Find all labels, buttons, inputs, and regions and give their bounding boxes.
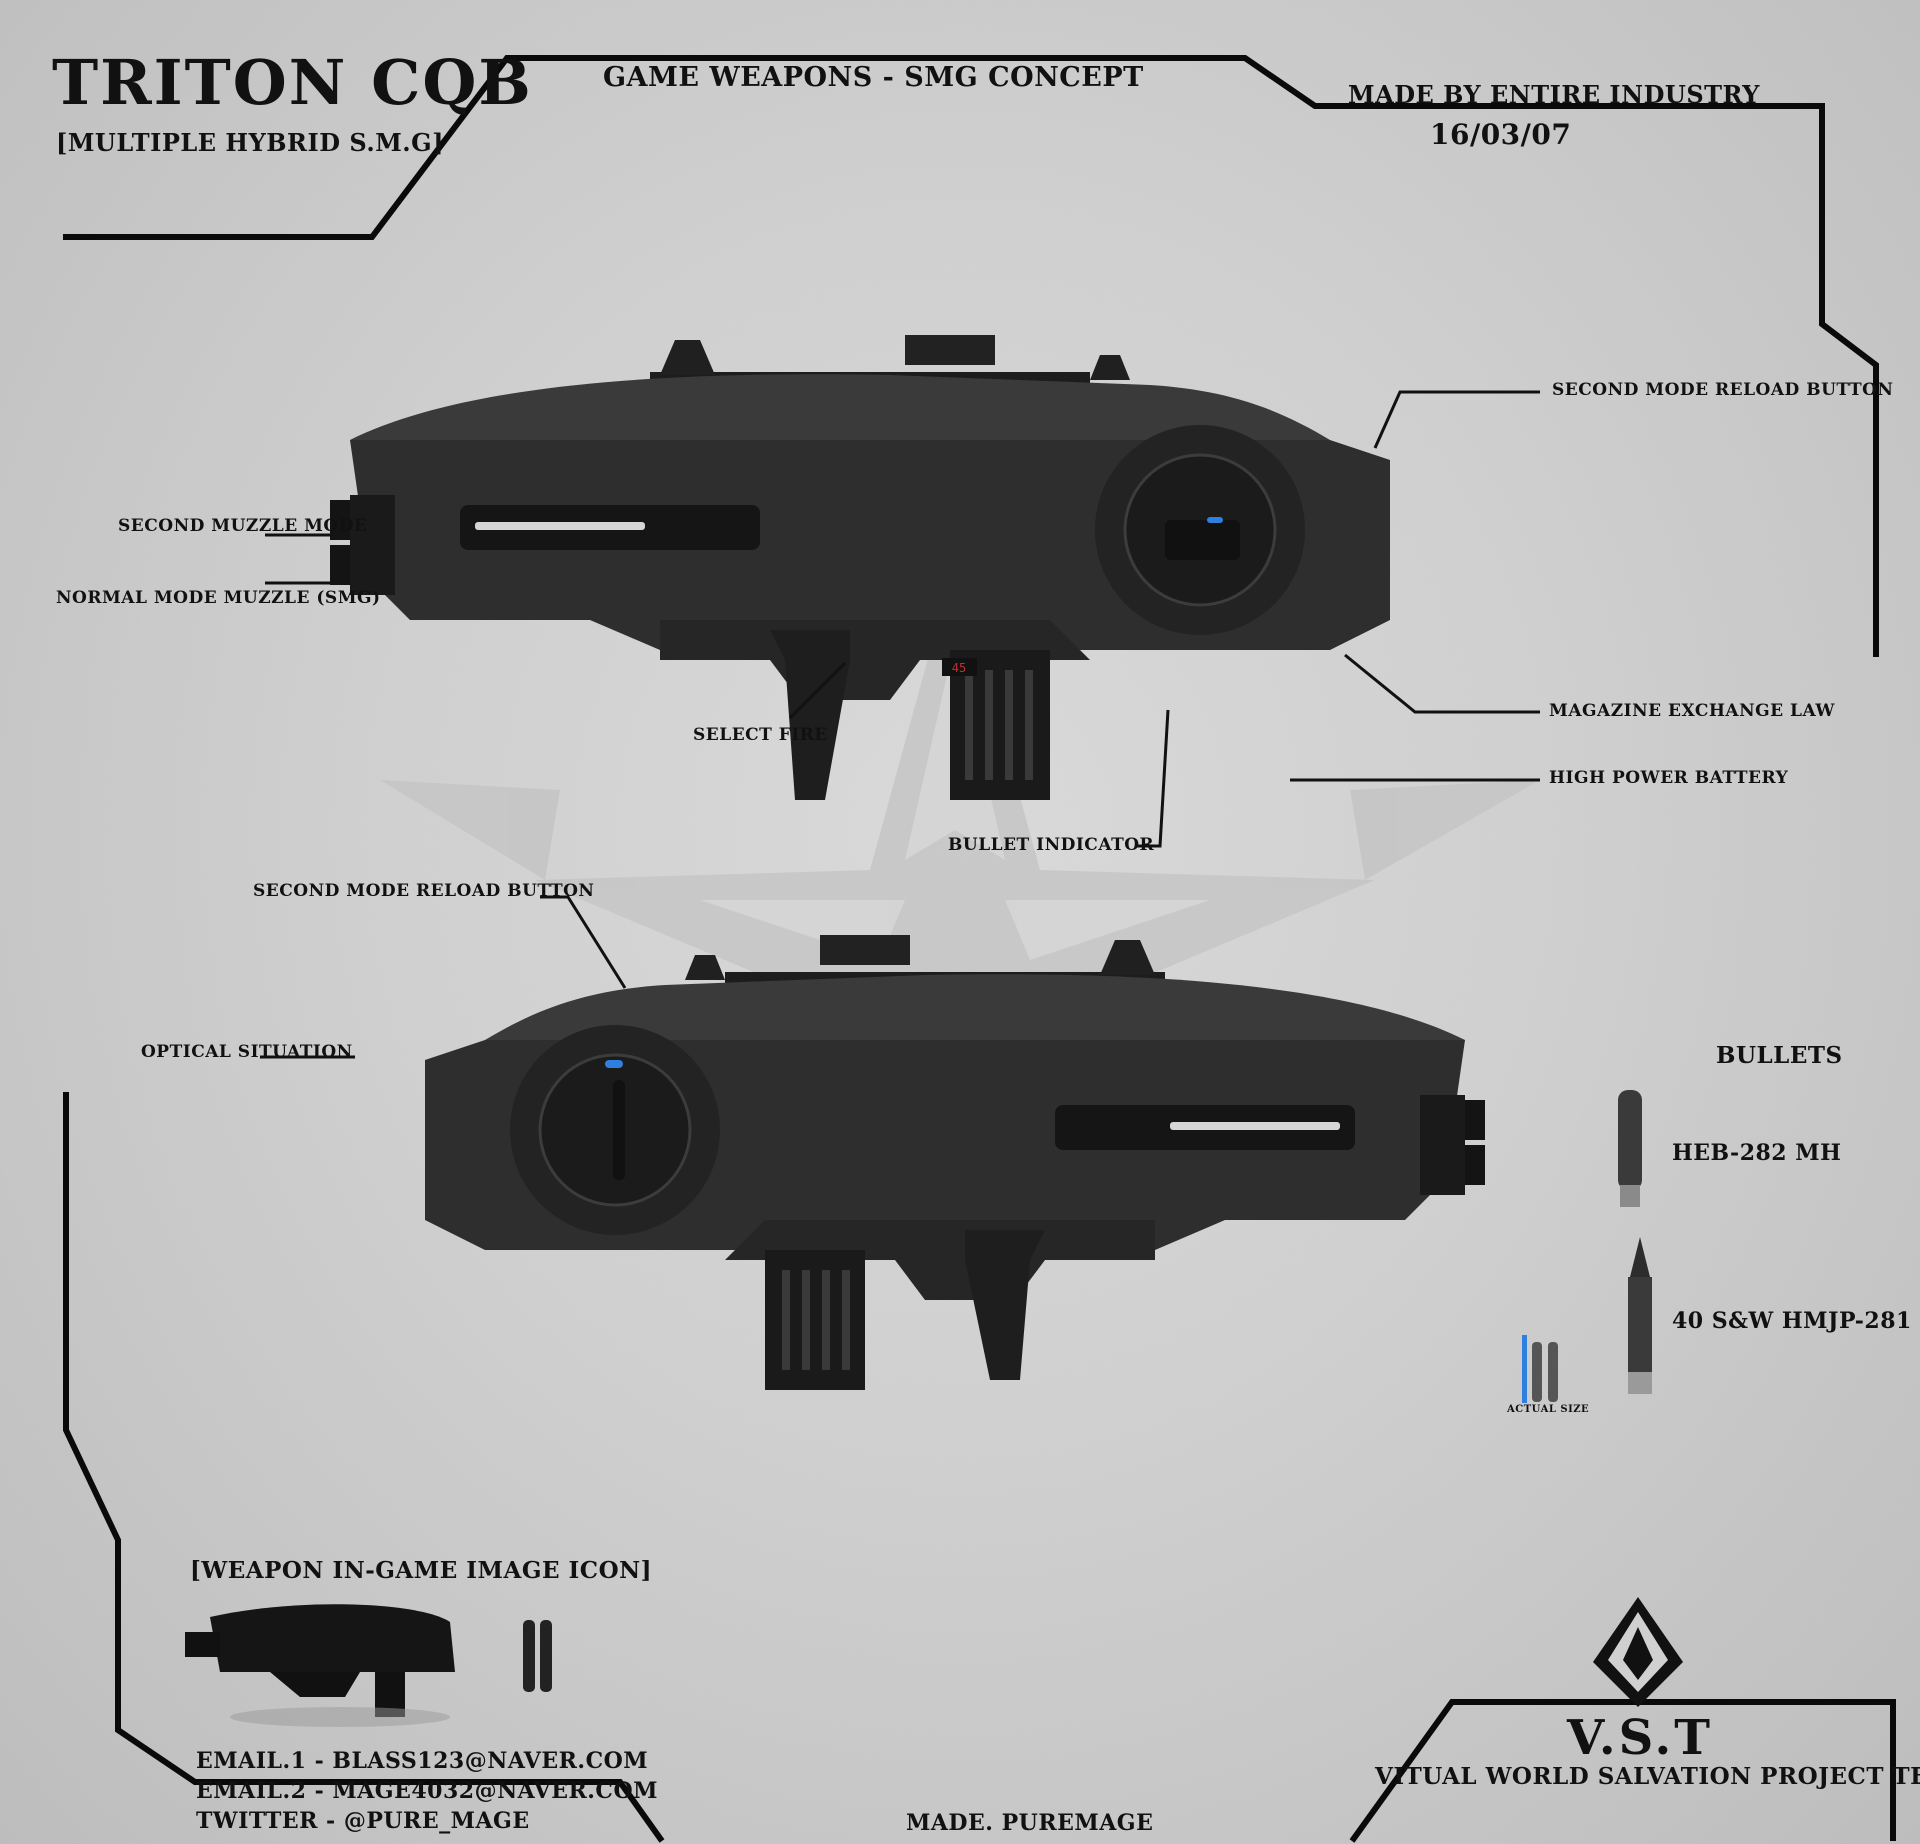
callout-second-muzzle-mode: SECOND MUZZLE MODE — [118, 516, 368, 536]
bullet-name-1: HEB-282 MH — [1672, 1140, 1842, 1166]
callout-high-power-battery: HIGH POWER BATTERY — [1549, 768, 1789, 788]
page-title: TRITON CQB — [52, 46, 533, 119]
watermark-emblem — [380, 560, 1540, 1180]
callout-second-mode-reload-button: SECOND MODE RELOAD BUTTON — [1552, 380, 1894, 400]
contact-email-1: EMAIL.1 - BLASS123@NAVER.COM — [196, 1748, 649, 1774]
made-by-label: MADE BY ENTIRE INDUSTRY — [1348, 80, 1760, 109]
bullet-indicator-display: 45 — [952, 661, 966, 675]
contact-twitter: TWITTER - @PURE_MAGE — [196, 1808, 530, 1834]
callout-bullet-indicator: BULLET INDICATOR — [948, 835, 1155, 855]
actual-size-label: ACTUAL SIZE — [1507, 1404, 1590, 1415]
callout-second-mode-reload-button-bottom: SECOND MODE RELOAD BUTTON — [253, 881, 595, 901]
author-credit: MADE. PUREMAGE — [906, 1810, 1154, 1836]
bullet-name-2: 40 S&W HMJP-281 — [1672, 1308, 1912, 1334]
concept-heading: GAME WEAPONS - SMG CONCEPT — [603, 62, 1144, 93]
bullets-heading: BULLETS — [1716, 1042, 1843, 1069]
contact-email-2: EMAIL.2 - MAGE4032@NAVER.COM — [196, 1778, 658, 1804]
weapon-icon-thumbnail — [185, 1604, 552, 1727]
date-label: 16/03/07 — [1430, 118, 1572, 151]
callout-magazine-exchange-law: MAGAZINE EXCHANGE LAW — [1549, 701, 1835, 721]
weapon-bottom-view — [425, 935, 1485, 1390]
callout-optical-situation: OPTICAL SITUATION — [141, 1042, 353, 1062]
logo-text: V.S.T — [1567, 1710, 1713, 1766]
vst-logo-icon — [1593, 1597, 1683, 1707]
team-name: VITUAL WORLD SALVATION PROJECT TEAM — [1375, 1763, 1920, 1790]
actual-size-icon — [1522, 1335, 1558, 1403]
page-subtitle: [MULTIPLE HYBRID S.M.G] — [56, 128, 444, 157]
callout-normal-mode-muzzle: NORMAL MODE MUZZLE (SMG) — [56, 588, 381, 608]
weapon-top-view: 45 — [330, 335, 1390, 800]
callout-select-fire: SELECT FIRE — [693, 725, 828, 745]
bullet-sw-icon — [1628, 1237, 1652, 1394]
bullet-heb-icon — [1618, 1090, 1642, 1207]
blue-indicator-light — [1207, 517, 1223, 523]
icon-section-heading: [WEAPON IN-GAME IMAGE ICON] — [190, 1557, 653, 1584]
